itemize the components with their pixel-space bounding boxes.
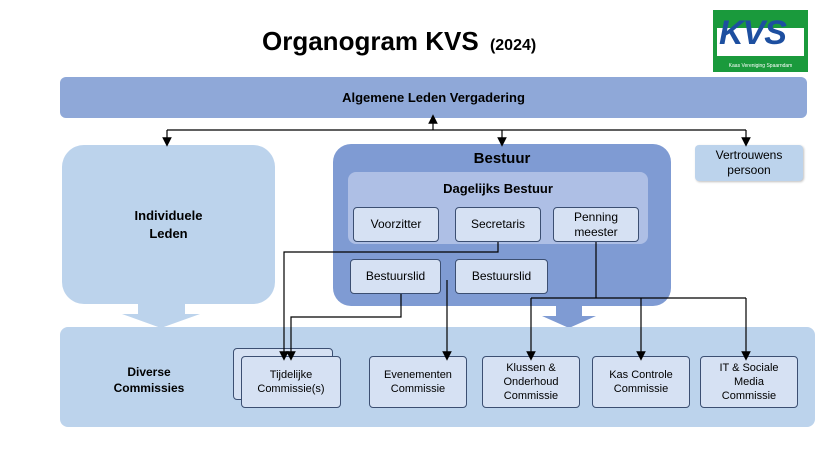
voorzitter-label: Voorzitter [370,217,422,231]
bestuur-title: Bestuur [473,150,531,167]
logo-background [717,28,804,56]
kascontrole-commissie-label: Kas Controle Commissie [609,369,673,395]
alv-bar: Algemene Leden Vergadering [60,77,807,118]
bestuur-down-arrow [542,306,596,328]
tijdelijke-commissie-label: Tijdelijke Commissie(s) [257,369,325,395]
it-commissie-label: IT & Sociale Media Commissie [719,362,779,402]
bestuurslid-1-label: Bestuurslid [365,269,426,283]
logo-letters: KVS [719,14,787,52]
title-year: (2024) [489,37,537,54]
voorzitter-box: Voorzitter [353,207,439,242]
individuele-leden-panel: Individuele Leden [62,145,275,304]
kascontrole-commissie-box: Kas Controle Commissie [592,356,690,408]
vertrouwenspersoon-box: Vertrouwens persoon [695,145,803,181]
klussen-commissie-label: Klussen & Onderhoud Commissie [503,362,559,402]
secretaris-tijdelijke-line [279,242,499,361]
bestuurslid-2-label: Bestuurslid [471,269,532,283]
penningmeester-box: Penning meester [553,207,639,242]
secretaris-box: Secretaris [455,207,541,242]
dagelijks-bestuur-title: Dagelijks Bestuur [443,181,553,196]
bestuurslid-1-box: Bestuurslid [350,259,441,294]
evenementen-commissie-box: Evenementen Commissie [369,356,467,408]
kvs-logo: KVS Kaas Vereniging Spaarndam [713,10,808,72]
leden-label: Individuele Leden [134,207,203,241]
evenementen-commissie-label: Evenementen Commissie [384,369,452,395]
title-text: Organogram KVS [262,26,479,56]
page-title: Organogram KVS (2024) [262,26,536,57]
logo-tagline: Kaas Vereniging Spaarndam [728,63,793,69]
diverse-commissies-label: Diverse Commissies [113,365,185,395]
penningmeester-label: Penning meester [573,209,619,239]
leden-down-arrow [122,304,200,328]
it-commissie-box: IT & Sociale Media Commissie [700,356,798,408]
secretaris-label: Secretaris [470,217,526,231]
alv-label: Algemene Leden Vergadering [342,90,525,105]
vertrouwenspersoon-label: Vertrouwens persoon [715,148,783,177]
bestuurslid-2-box: Bestuurslid [455,259,548,294]
bestuurslid-tijdelijke-line [286,294,402,361]
